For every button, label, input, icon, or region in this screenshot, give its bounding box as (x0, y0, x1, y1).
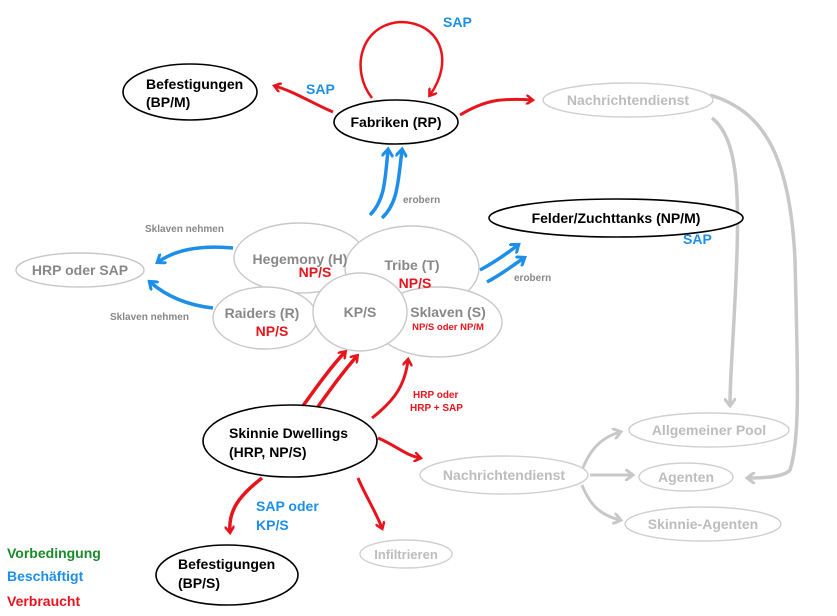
arrow-eroberung-fabriken-2 (380, 150, 402, 220)
edge-label-sap-felder: SAP (683, 231, 712, 247)
arrow-raiders-sklaven-nehmen (150, 282, 214, 310)
node-befestigungen-top: Befestigungen (BP/M) (122, 63, 258, 121)
node-allgemeiner-pool: Allgemeiner Pool (628, 412, 790, 448)
node-befestigungen-bottom: Befestigungen (BP/S) (155, 544, 299, 606)
node-hegemony-cost: NP/S (299, 264, 332, 280)
arrow-skinnie-to-infiltrieren (356, 477, 382, 528)
legend-vorbedingung: Vorbedingung (7, 545, 101, 561)
arrow-fabriken-self-loop (359, 20, 444, 99)
node-nachrichtendienst-top-label: Nachrichtendienst (567, 92, 689, 108)
node-sklaven-label: Sklaven (S) (410, 304, 485, 320)
node-agenten: Agenten (638, 462, 734, 492)
node-tribe-label: Tribe (T) (384, 257, 439, 273)
arrow-eroberung-felder-2 (486, 258, 524, 284)
node-felder: Felder/Zuchttanks (NP/M) (488, 198, 744, 238)
node-nachrichtendienst-top: Nachrichtendienst (542, 82, 714, 118)
node-hrp-oder-sap: HRP oder SAP (15, 252, 145, 288)
node-tribe-cost: NP/S (399, 275, 432, 291)
arrow-skinnie-to-kps-1 (298, 352, 345, 412)
node-befestigungen-bottom-line1: Befestigungen (178, 556, 275, 572)
node-fabriken-label: Fabriken (RP) (350, 114, 441, 130)
edge-label-erobern-fabriken: erobern (403, 195, 440, 206)
arrow-fabriken-to-nachrichtendienst (459, 99, 532, 117)
node-infiltrieren: Infiltrieren (359, 539, 453, 569)
arrow-eroberung-fabriken-1 (368, 150, 388, 217)
arrow-nd-bottom-to-skinnie-agenten (580, 484, 620, 520)
node-skinnie-agenten-label: Skinnie-Agenten (648, 516, 758, 532)
edge-label-hrp-oder-line1: HRP oder (413, 390, 458, 401)
arrow-skinnie-to-sklaven (371, 360, 408, 420)
legend: Vorbedingung Beschäftigt Verbraucht (7, 545, 101, 609)
edge-label-sap-oder-line1: SAP oder (256, 498, 319, 514)
legend-verbraucht: Verbraucht (7, 593, 80, 609)
node-hegemony-label: Hegemony (H) (253, 251, 348, 267)
edge-label-sklaven-nehmen-bottom: Sklaven nehmen (110, 312, 189, 323)
node-allgemeiner-pool-label: Allgemeiner Pool (652, 422, 766, 438)
node-fabriken: Fabriken (RP) (333, 99, 459, 145)
legend-beschaeftigt: Beschäftigt (7, 568, 84, 584)
node-befestigungen-top-line2: (BP/M) (146, 94, 190, 110)
node-sklaven-cost: NP/S oder NP/M (412, 322, 484, 333)
arrow-nachrichtendienst-to-pool (710, 116, 740, 405)
arrow-nachrichtendienst-to-agenten (709, 93, 800, 478)
arrow-skinnie-to-befestigungen (230, 476, 264, 532)
node-nachrichtendienst-bottom: Nachrichtendienst (419, 455, 589, 495)
edge-label-sap-oder-line2: KP/S (256, 517, 289, 533)
node-skinnie-line2: (HRP, NP/S) (229, 444, 307, 460)
node-skinnie-dwellings: Skinnie Dwellings (HRP, NP/S) (202, 404, 378, 478)
edge-label-sklaven-nehmen-top: Sklaven nehmen (145, 224, 224, 235)
arrow-skinnie-to-nachrichtendienst (377, 436, 420, 458)
arrow-fabriken-to-befestigungen (275, 86, 334, 114)
node-hrp-oder-sap-label: HRP oder SAP (32, 262, 128, 278)
arrow-hegemony-sklaven-nehmen (158, 245, 234, 262)
node-skinnie-agenten: Skinnie-Agenten (624, 506, 782, 542)
edge-label-hrp-oder-line2: HRP + SAP (410, 403, 463, 414)
node-nachrichtendienst-bottom-label: Nachrichtendienst (443, 467, 565, 483)
arrow-nd-bottom-to-pool (580, 432, 620, 471)
edge-label-sap-loop: SAP (443, 14, 472, 30)
node-kps-label: KP/S (344, 304, 377, 320)
node-befestigungen-bottom-line2: (BP/S) (178, 575, 220, 591)
node-befestigungen-top-line1: Befestigungen (146, 76, 243, 92)
node-felder-label: Felder/Zuchttanks (NP/M) (532, 210, 701, 226)
node-raiders-cost: NP/S (256, 323, 289, 339)
node-raiders-label: Raiders (R) (225, 305, 300, 321)
node-infiltrieren-label: Infiltrieren (374, 547, 438, 562)
edge-label-sap-befestigungen: SAP (306, 81, 335, 97)
arrow-eroberung-felder-1 (479, 245, 518, 272)
edge-label-erobern-felder: erobern (514, 273, 551, 284)
node-agenten-label: Agenten (658, 469, 714, 485)
node-skinnie-line1: Skinnie Dwellings (229, 425, 348, 441)
node-kps (312, 272, 408, 352)
